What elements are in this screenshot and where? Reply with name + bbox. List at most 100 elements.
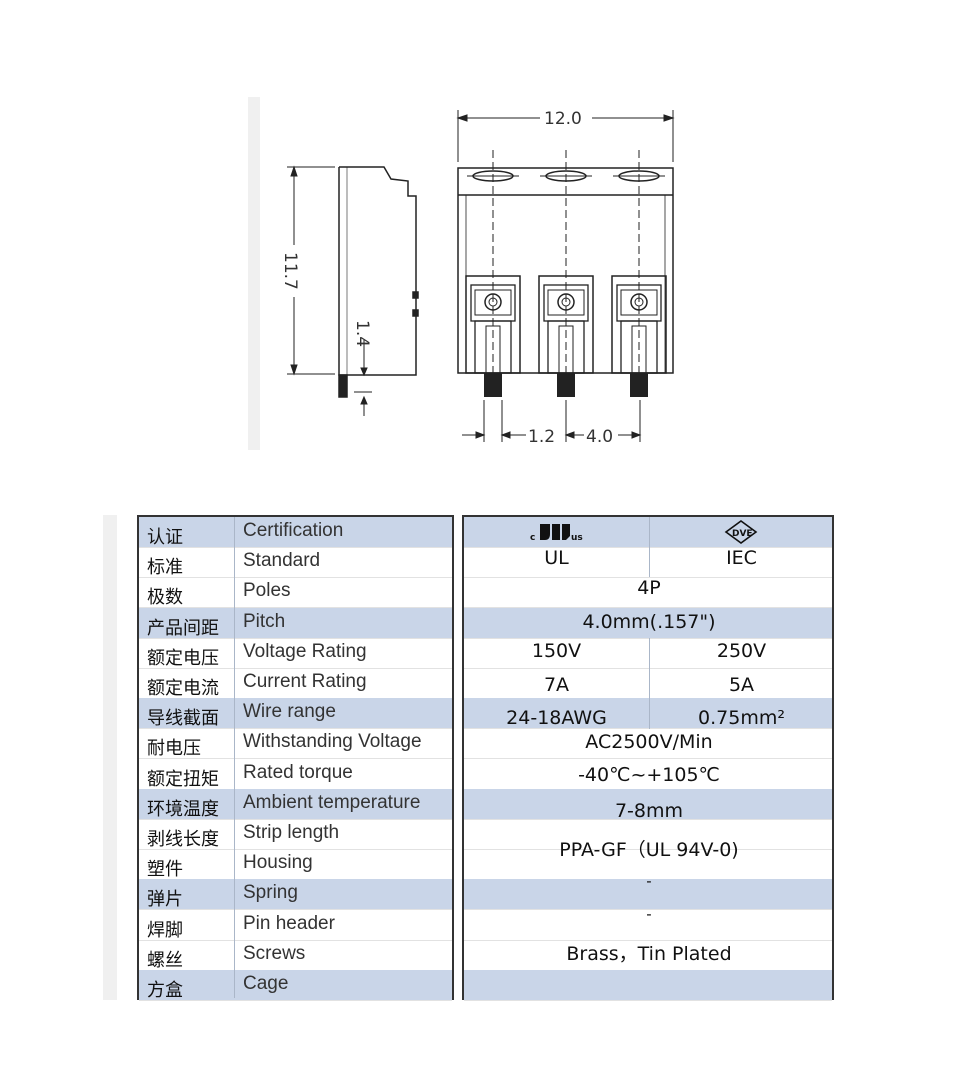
value-row	[464, 698, 832, 730]
pitch-dimension-label: 4.0	[586, 427, 613, 447]
spec-label-en: Withstanding Voltage	[243, 731, 422, 753]
column-divider	[234, 517, 235, 998]
pin-dimension-label: 1.4	[352, 320, 372, 347]
spec-label-cn: 标准	[147, 557, 183, 579]
spec-label-cn: 额定扭矩	[147, 768, 219, 790]
spec-label-cn: 极数	[147, 587, 183, 609]
spec-label-en: Housing	[243, 852, 313, 874]
pin-width-dimension-label: 1.2	[528, 427, 555, 447]
spec-value-pin-header: -	[646, 905, 652, 923]
spec-row: 弹片 Spring	[139, 879, 452, 911]
spec-value-pitch: 4.0mm(.157")	[582, 611, 716, 633]
value-row	[464, 819, 832, 850]
spec-label-cn: 额定电压	[147, 647, 219, 669]
spec-value-table: c us DVE UL IEC 4P 4.0mm(.157")150V 250V 7A 5A…	[462, 515, 834, 1001]
spec-label-en: Pin header	[243, 912, 335, 934]
width-dimension-label: 12.0	[544, 109, 582, 129]
ul-mark-icon: c us	[530, 524, 583, 543]
spec-row: 产品间距 Pitch	[139, 607, 452, 639]
svg-text:us: us	[571, 533, 583, 543]
spec-row: 耐电压 Withstanding Voltage	[139, 728, 452, 760]
spec-label-en: Pitch	[243, 610, 286, 632]
value-row	[464, 607, 832, 639]
spec-value-torque: -40℃~+105℃	[578, 764, 720, 786]
spec-label-cn: 额定电流	[147, 678, 219, 699]
value-row	[464, 638, 832, 669]
spec-label-en: Spring	[243, 882, 298, 904]
spec-label-en: Strip length	[243, 822, 340, 843]
spec-label-en: Cage	[243, 973, 289, 994]
spec-value-standard-iec: IEC	[726, 547, 757, 569]
spec-label-en: Voltage Rating	[243, 640, 367, 662]
spec-value-poles: 4P	[637, 577, 661, 599]
spec-row: 剥线长度 Strip length	[139, 819, 452, 850]
spec-row: 认证 Certification	[139, 517, 452, 548]
spec-row: 额定扭矩 Rated torque	[139, 759, 452, 790]
spec-value-standard-ul: UL	[544, 547, 569, 569]
spec-label-table: 认证 Certification 标准 Standard 极数 Poles 产品间距 Pitc…	[137, 515, 454, 1001]
spec-label-en: Poles	[243, 580, 291, 602]
height-dimension	[287, 165, 335, 376]
spec-value-voltage-iec: 250V	[716, 640, 767, 662]
spec-value-spring: -	[646, 872, 652, 890]
spec-row: 标准 Standard	[139, 547, 452, 579]
drawing-margin-bar	[248, 97, 260, 450]
spec-row: 方盒 Cage	[139, 970, 452, 1001]
value-row	[464, 728, 832, 760]
spec-label-cn: 弹片	[147, 889, 183, 911]
value-row	[464, 547, 832, 579]
spec-label-cn: 方盒	[147, 980, 183, 1001]
svg-text:DVE: DVE	[732, 529, 753, 539]
spec-label-cn: 剥线长度	[147, 829, 219, 850]
side-view	[338, 166, 419, 398]
bottom-dimensions	[462, 400, 642, 442]
height-dimension-label: 11.7	[280, 252, 300, 290]
value-row-certification: c us DVE	[464, 517, 832, 548]
value-row	[464, 879, 832, 911]
spec-row: 额定电流 Current Rating	[139, 668, 452, 699]
spec-label-cn: 塑件	[147, 859, 183, 881]
spec-value-current-iec: 5A	[728, 674, 755, 696]
value-column-divider	[649, 517, 650, 577]
spec-row: 导线截面 Wire range	[139, 698, 452, 730]
spec-label-cn: 产品间距	[147, 617, 219, 639]
spec-row: 塑件 Housing	[139, 849, 452, 881]
spec-label-en: Wire range	[243, 701, 336, 723]
spec-value-withstanding: AC2500V/Min	[585, 731, 713, 753]
technical-drawing: 11.7 1.4 12.0 1.2	[280, 109, 675, 447]
spec-label-en: Screws	[243, 942, 306, 964]
spec-value-wire-iec: 0.75mm²	[698, 707, 785, 729]
spec-label-cn: 环境温度	[147, 798, 219, 820]
spec-value-current-ul: 7A	[543, 674, 570, 696]
spec-row: 焊脚 Pin header	[139, 910, 452, 941]
spec-row: 极数 Poles	[139, 577, 452, 609]
spec-value-wire-ul: 24-18AWG	[506, 707, 607, 729]
vde-mark-icon: DVE	[724, 520, 758, 544]
spec-label-cn: 耐电压	[147, 738, 201, 760]
spec-value-housing: PPA-GF（UL 94V-0)	[559, 839, 739, 861]
value-row	[464, 970, 832, 1001]
pin-dimension	[354, 340, 372, 416]
spec-label-cn: 螺丝	[147, 949, 183, 971]
spec-label-cn: 焊脚	[147, 919, 183, 941]
spec-row: 螺丝 Screws	[139, 940, 452, 971]
value-row	[464, 910, 832, 941]
spec-value-voltage-ul: 150V	[531, 640, 582, 662]
width-dimension	[456, 110, 675, 162]
table-margin-bar	[103, 515, 117, 1000]
spec-label-en: Current Rating	[243, 671, 367, 692]
terminal-group	[465, 150, 667, 397]
spec-value-screws: Brass，Tin Plated	[566, 943, 732, 965]
svg-text:c: c	[530, 533, 535, 543]
spec-row: 环境温度 Ambient temperature	[139, 788, 452, 820]
spec-label-cn: 认证	[147, 527, 183, 548]
spec-label-en: Standard	[243, 550, 321, 572]
spec-label-en: Certification	[243, 520, 344, 541]
spec-value-ambient: 7-8mm	[614, 800, 684, 822]
value-column-divider	[649, 638, 650, 729]
spec-label-cn: 导线截面	[147, 708, 219, 730]
spec-label-en: Ambient temperature	[243, 791, 421, 813]
value-row	[464, 788, 832, 820]
spec-row: 额定电压 Voltage Rating	[139, 638, 452, 669]
spec-label-en: Rated torque	[243, 761, 353, 783]
